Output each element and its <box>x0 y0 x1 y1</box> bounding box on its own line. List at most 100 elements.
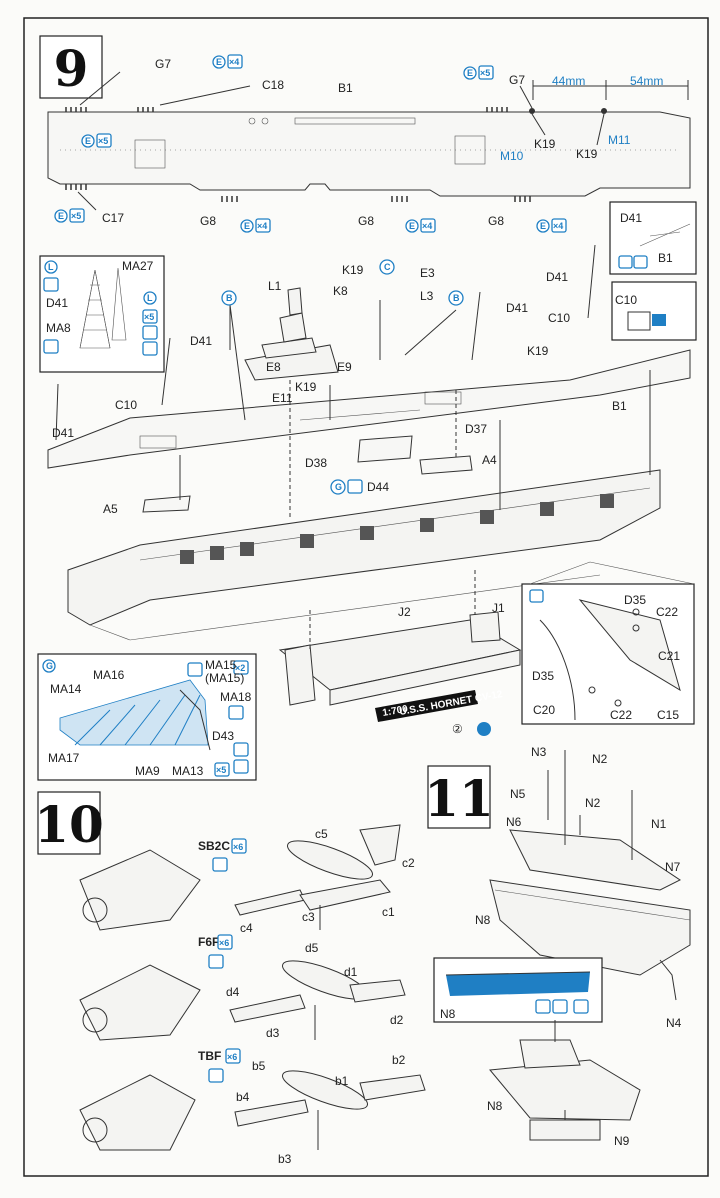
hull <box>67 469 661 641</box>
glue-icon-f6f <box>208 954 224 969</box>
display-stand <box>278 611 522 706</box>
label-n9: N9 <box>614 1134 630 1148</box>
label-k8: K8 <box>333 284 348 298</box>
aircraft-tbf: TBF <box>198 1049 221 1063</box>
svg-text:×5: ×5 <box>144 312 154 322</box>
svg-text:B: B <box>226 293 233 303</box>
label-e8: E8 <box>266 360 281 374</box>
elevator-d44 <box>357 435 413 463</box>
label-b1: b1 <box>335 1074 349 1088</box>
label-b2: b2 <box>392 1053 406 1067</box>
label-d35-a: D35 <box>624 593 646 607</box>
label-c18: C18 <box>262 78 284 92</box>
count-icon-f6f <box>217 934 233 950</box>
svg-text:×4: ×4 <box>257 221 267 231</box>
label-n2-b: N2 <box>585 796 601 810</box>
label-e9: E9 <box>337 360 352 374</box>
tugboat-exploded <box>489 750 691 1001</box>
exploded-aircraft <box>229 824 426 1150</box>
label-d41-c: D41 <box>546 270 568 284</box>
label-ma15: MA15 <box>205 658 237 672</box>
tugboat-finished <box>489 1020 641 1141</box>
label-n4: N4 <box>666 1016 682 1030</box>
label-j1-b: J1 <box>492 601 505 615</box>
label-ma27: MA27 <box>122 259 154 273</box>
label-d41-inset: D41 <box>46 296 68 310</box>
label-g8-c: G8 <box>488 214 504 228</box>
svg-text:×6: ×6 <box>233 842 243 852</box>
label-k19-d: K19 <box>295 380 317 394</box>
label-e11: E11 <box>272 391 293 405</box>
label-b4: b4 <box>236 1090 250 1104</box>
label-ma8: MA8 <box>46 321 71 335</box>
label-c15: C15 <box>657 708 679 722</box>
assembly-leaders <box>179 300 651 650</box>
label-n3: N3 <box>531 745 547 759</box>
label-c20: C20 <box>533 703 555 717</box>
svg-text:G: G <box>46 661 53 671</box>
inset-c10-detail <box>611 281 697 341</box>
label-n8-a: N8 <box>475 913 491 927</box>
label-n6: N6 <box>506 815 522 829</box>
label-b1-detail: B1 <box>658 251 673 265</box>
step-9-box <box>39 35 103 99</box>
d35-callout-lines <box>529 561 695 585</box>
label-d43: D43 <box>212 729 234 743</box>
step-11-number: 11 <box>424 769 494 828</box>
label-ma14: MA14 <box>50 682 82 696</box>
flight-deck-assembly <box>47 349 691 469</box>
label-d3: d3 <box>266 1026 280 1040</box>
svg-text:×5: ×5 <box>480 68 490 78</box>
label-n8-c: N8 <box>487 1099 503 1113</box>
label-ma16: MA16 <box>93 668 125 682</box>
finished-aircraft <box>79 849 201 1151</box>
label-k19-c: K19 <box>342 263 364 277</box>
dimension-54mm: 54mm <box>630 74 663 88</box>
svg-text:×6: ×6 <box>219 938 229 948</box>
label-a4: A4 <box>482 453 497 467</box>
label-d1: d1 <box>344 965 358 979</box>
label-l3: L3 <box>420 289 434 303</box>
dimension-44mm: 44mm <box>552 74 585 88</box>
label-d41-b: D41 <box>506 301 528 315</box>
svg-text:×5: ×5 <box>71 211 81 221</box>
label-m11: M11 <box>608 133 631 147</box>
label-g8-a: G8 <box>200 214 216 228</box>
label-l1: L1 <box>268 279 282 293</box>
label-c2: c2 <box>402 856 415 870</box>
label-b1-deck: B1 <box>338 81 353 95</box>
svg-text:G: G <box>335 482 342 492</box>
d35-detail-drawing <box>529 589 681 721</box>
label-c1: c1 <box>382 905 395 919</box>
svg-text:L: L <box>147 293 153 303</box>
decal-star-icon <box>477 722 491 736</box>
label-ma15-alt: (MA15) <box>205 671 244 685</box>
label-ma18: MA18 <box>220 690 252 704</box>
label-c22-b: C22 <box>610 708 632 722</box>
elevator-a5 <box>142 495 191 513</box>
svg-text:U.S.S. HORNET CV-12: U.S.S. HORNET CV-12 <box>399 689 504 718</box>
svg-text:×4: ×4 <box>553 221 563 231</box>
label-b5: b5 <box>252 1059 266 1073</box>
label-c17: C17 <box>102 211 124 225</box>
svg-text:E: E <box>244 221 250 231</box>
svg-text:L: L <box>48 262 54 272</box>
paint-count-icons: E ×4 E ×5 E ×5 E ×5 E ×4 E ×4 E ×4 <box>54 54 567 233</box>
label-d41-a: D41 <box>190 334 212 348</box>
flight-deck-top-view <box>47 107 691 202</box>
svg-text:E: E <box>540 221 546 231</box>
label-g7-left: G7 <box>155 57 171 71</box>
label-n2-a: N2 <box>592 752 608 766</box>
label-g7-right: G7 <box>509 73 525 87</box>
svg-text:×4: ×4 <box>422 221 432 231</box>
count-icon-tbf <box>225 1048 241 1064</box>
plaque-decal-note: ② <box>452 722 463 736</box>
label-d41-d: D41 <box>52 426 74 440</box>
glue-icon-sb2c <box>212 857 228 872</box>
masts <box>55 244 596 441</box>
step-10-number: 10 <box>34 795 104 854</box>
svg-text:E: E <box>467 68 473 78</box>
n8-paint-area <box>446 972 590 996</box>
label-b3: b3 <box>278 1152 292 1166</box>
